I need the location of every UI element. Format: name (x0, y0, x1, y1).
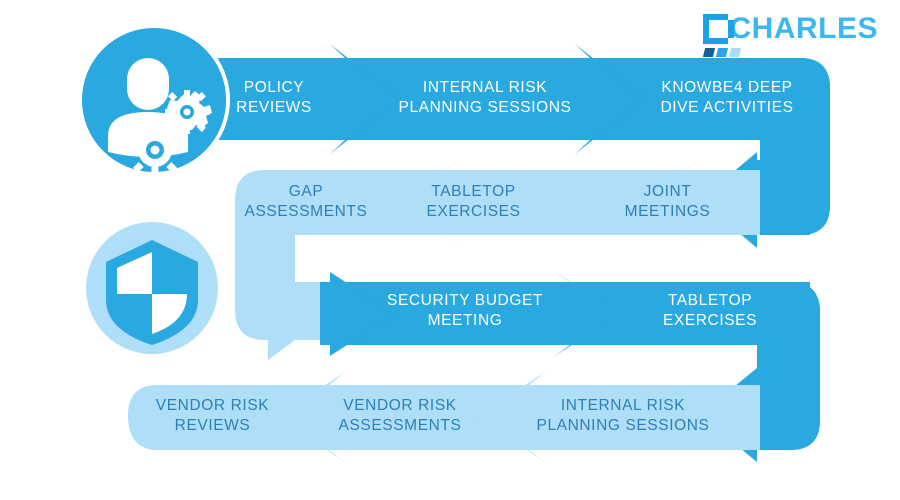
row-1-arrow-1 (330, 44, 400, 154)
row-4-arrow-1 (278, 372, 345, 462)
logo-wordmark: CHARLES (729, 12, 878, 45)
shield-quad-br (152, 294, 187, 334)
row-4-bar-body (128, 385, 760, 450)
row-4-notch-3 (529, 372, 545, 385)
row-4-band (128, 372, 760, 462)
row-1-bar-body (215, 58, 775, 140)
row-4-notch-1 (329, 372, 345, 385)
row-2-arrow-1 (390, 160, 460, 245)
shield-icon (86, 222, 218, 354)
logo-row: CHARLES (703, 14, 878, 44)
row-4-arrow-2 (478, 372, 545, 462)
row-1-notch-3 (575, 44, 590, 58)
charles-logo[interactable]: CHARLES (703, 14, 878, 57)
logo-c-mark-icon (703, 14, 735, 44)
logo-square-2 (716, 48, 729, 57)
row-1-notch-2 (330, 140, 345, 154)
logo-square-3 (729, 48, 742, 57)
shield-quad-tl (117, 252, 152, 294)
row-1-notch-1 (330, 44, 345, 58)
row-2-notch-1 (444, 160, 460, 170)
row-2-notch-3 (684, 160, 700, 170)
row-2-arrow-2 (630, 160, 700, 245)
row-2-band (235, 160, 760, 340)
row-2-bar-body (235, 170, 760, 340)
row-3-arrow-1 (555, 272, 620, 356)
row-3-arrow-2 (330, 272, 395, 356)
row-2-notch-2 (444, 235, 460, 245)
logo-square-1 (703, 48, 716, 57)
row-1-to-row-2-stem (755, 160, 810, 235)
row-4-notch-2 (329, 450, 345, 462)
row-4-notch-4 (529, 450, 545, 462)
row-3-notch-2 (555, 345, 570, 356)
row-1-notch-4 (575, 140, 590, 154)
row-2-notch-4 (684, 235, 700, 245)
row-3-notch-1 (555, 272, 570, 282)
logo-squares (703, 48, 742, 57)
row-2-to-row-3-arrowhead (268, 268, 330, 360)
user-gears-icon (78, 24, 230, 176)
row-1-arrow-2 (575, 44, 645, 154)
